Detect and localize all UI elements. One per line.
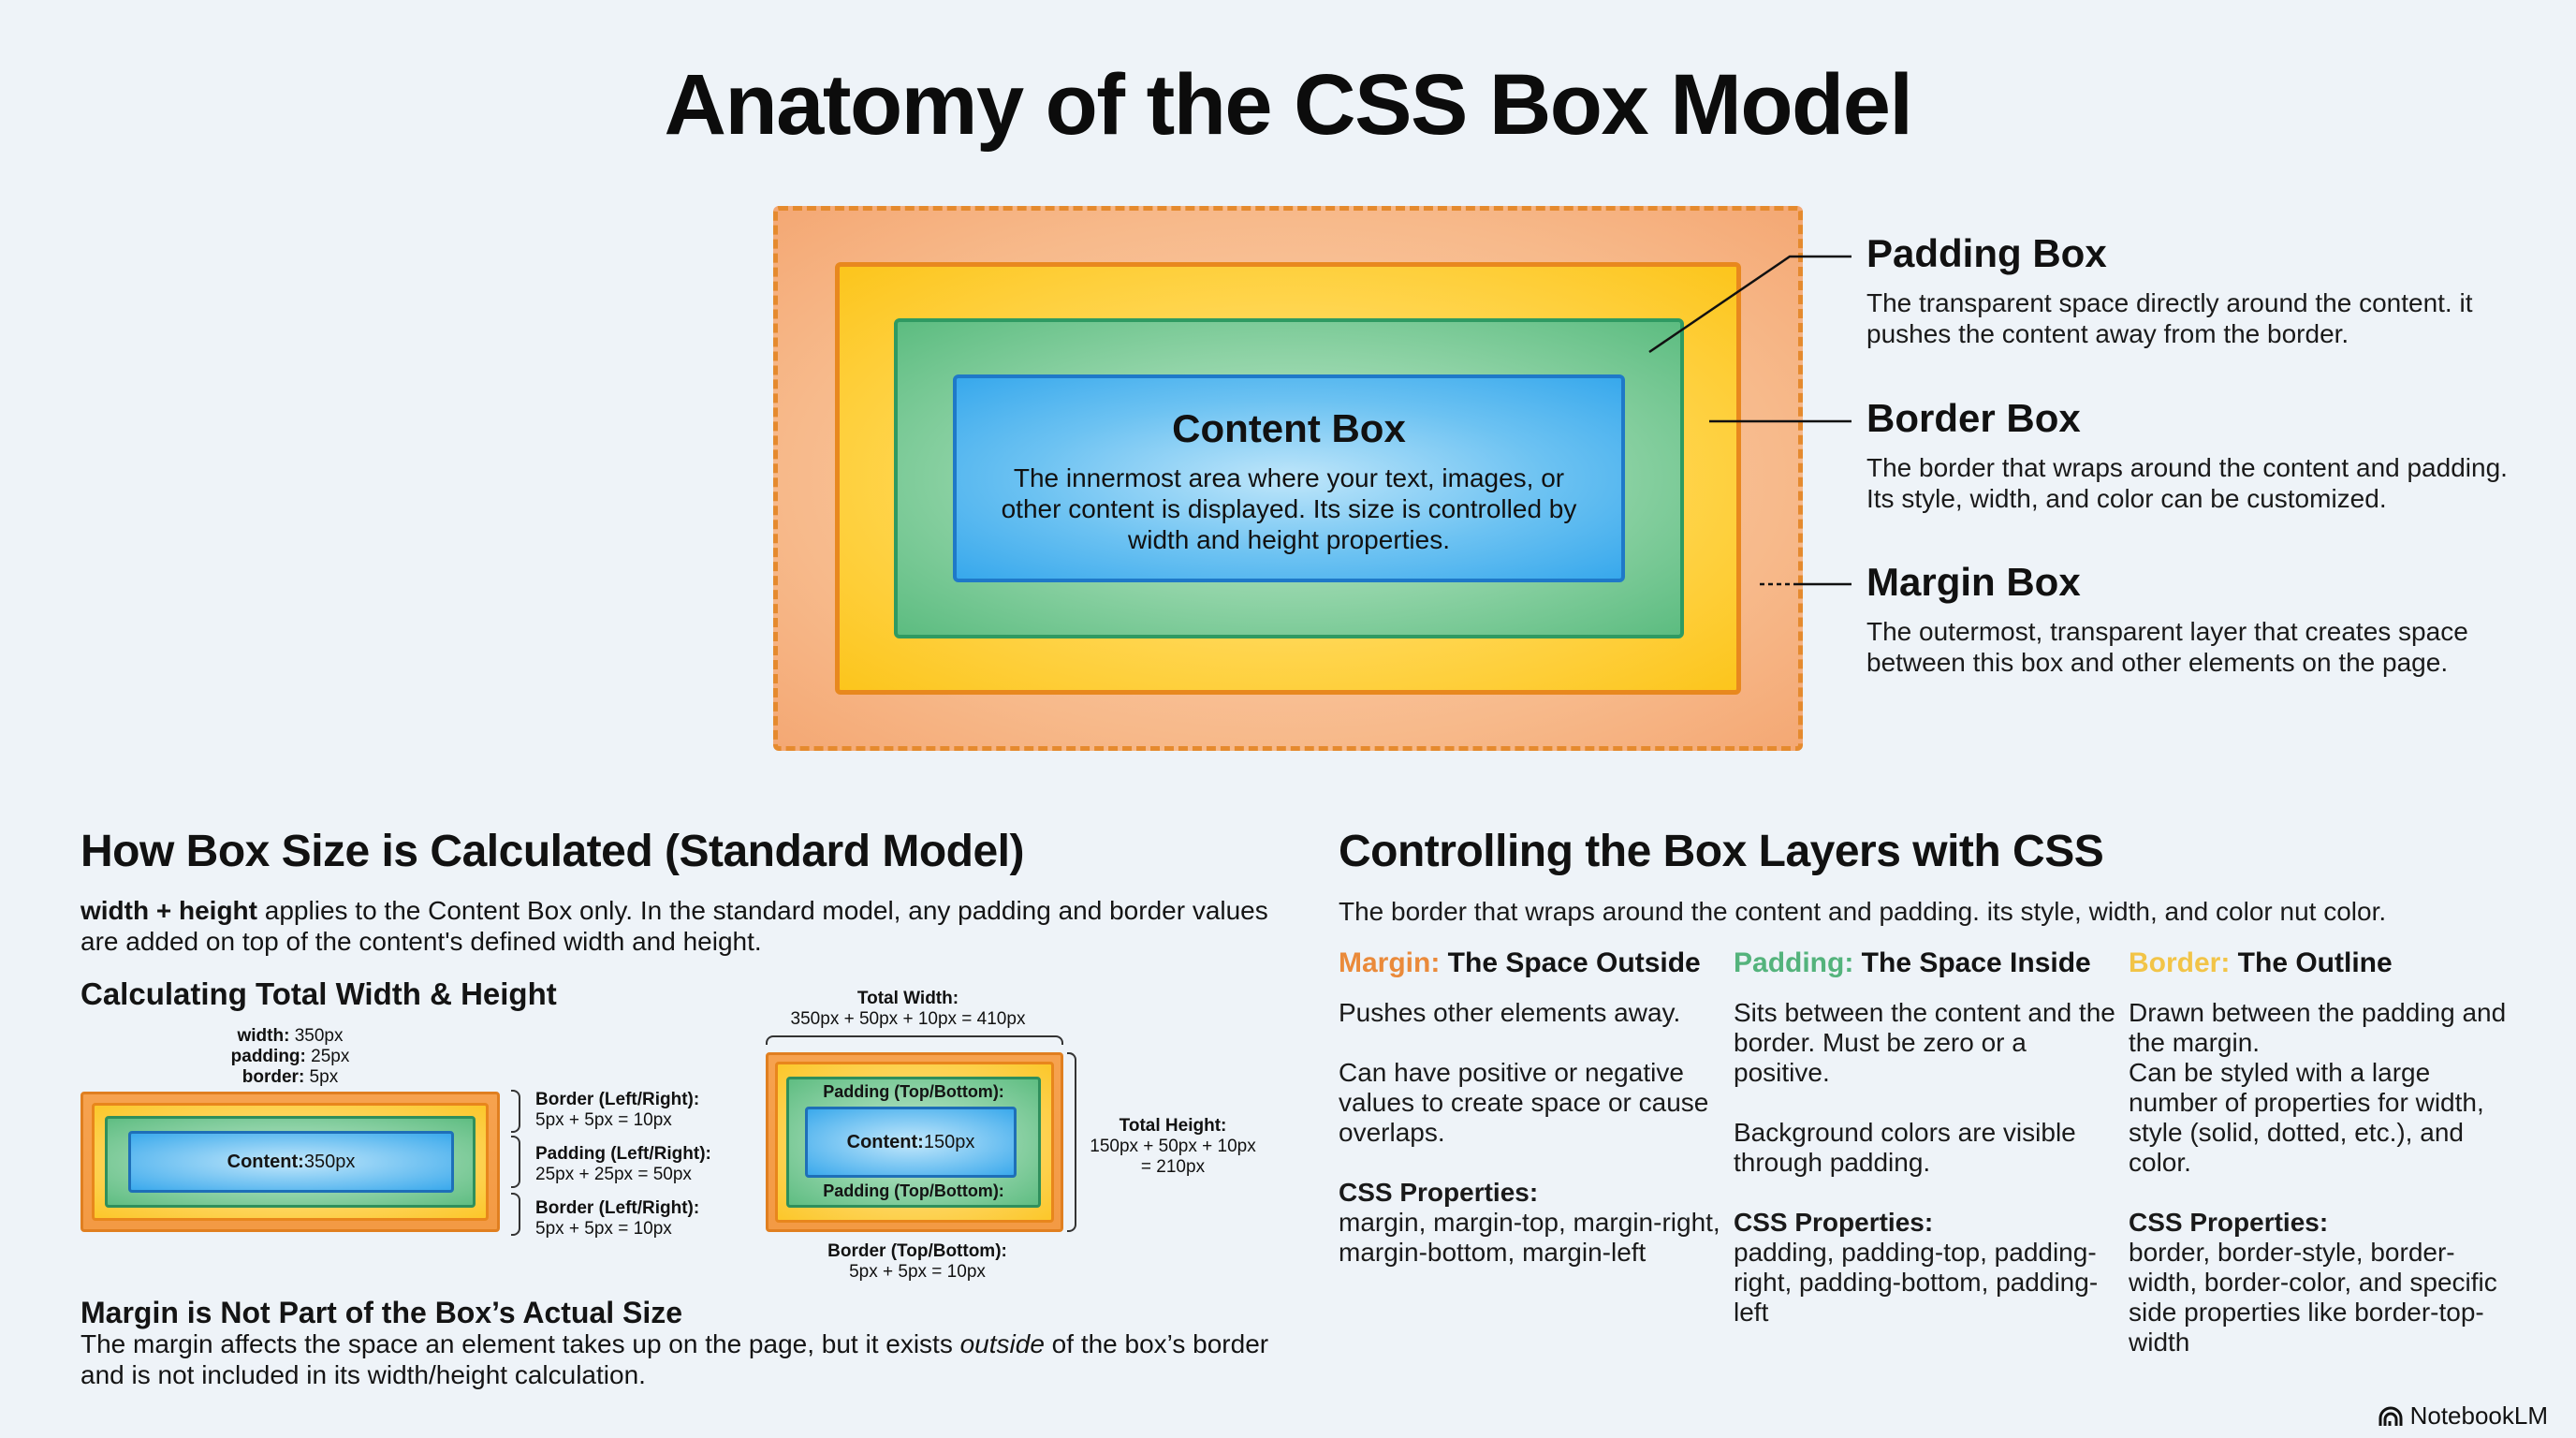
margin-para-1: Pushes other elements away. [1339,998,1681,1027]
padding-para-1: Sits between the content and the border.… [1734,998,2115,1087]
box-size-section-title: How Box Size is Calculated (Standard Mod… [80,827,1025,876]
padding-bottom-label: Padding (Top/Bottom): [823,1181,1004,1200]
content-box-layer: Content Box The innermost area where you… [953,374,1625,582]
padding-box-title: Padding Box [1866,231,2107,275]
total-width-brace [766,1035,1063,1045]
brace-label-border-2: Border (Left/Right):5px + 5px = 10px [535,1198,700,1239]
spec-width: width: 350px [237,1026,344,1046]
border-box-title: Border Box [1866,396,2081,440]
box-size-intro: width + height applies to the Content Bo… [80,895,1288,957]
brace-border-left [511,1090,520,1133]
padding-box-label: Padding Box The transparent space direct… [1866,231,2540,349]
border-box-description: The border that wraps around the content… [1866,453,2508,513]
controlling-layers-intro: The border that wraps around the content… [1339,897,2387,926]
border-column-heading: Border: The Outline [2129,947,2393,978]
margin-note-title: Margin is Not Part of the Box’s Actual S… [80,1296,683,1329]
brace-label-padding: Padding (Left/Right):25px + 25px = 50px [535,1144,711,1184]
margin-props: margin, margin-top, margin-right, margin… [1339,1208,1720,1267]
calculating-title: Calculating Total Width & Height [80,976,557,1011]
total-width-label: Total Width:350px + 50px + 10px = 410px [790,989,1026,1029]
margin-box-title: Margin Box [1866,560,2081,604]
page-title: Anatomy of the CSS Box Model [664,57,1913,153]
padding-column-heading: Padding: The Space Inside [1734,947,2091,978]
brace-border-right [511,1193,520,1236]
total-height-brace [1067,1052,1076,1232]
margin-note-text: The margin affects the space an element … [80,1329,1269,1389]
padding-column: Padding: The Space Inside Sits between t… [1734,947,2127,1328]
margin-box-label: Margin Box The outermost, transparent la… [1866,560,2540,678]
width-diagram-content: Content: 350px [128,1131,454,1193]
height-diagram-content: Content: 150px [805,1107,1017,1178]
brace-padding [511,1136,520,1188]
padding-para-2: Background colors are visible through pa… [1734,1118,2076,1177]
margin-column-heading: Margin: The Space Outside [1339,947,1701,978]
total-height-label: Total Height: 150px + 50px + 10px = 210p… [1090,1116,1256,1177]
margin-para-2: Can have positive or negative values to … [1339,1058,1709,1147]
border-box-label: Border Box The border that wraps around … [1866,396,2540,514]
notebooklm-branding: NotebookLM [2378,1401,2548,1431]
intro-rest: applies to the Content Box only. In the … [80,896,1268,956]
brand-name: NotebookLM [2409,1401,2548,1430]
border-para-1: Drawn between the padding and the margin… [2129,998,2507,1177]
border-props-label: CSS Properties: [2129,1208,2329,1237]
padding-box-description: The transparent space directly around th… [1866,288,2473,348]
margin-box-description: The outermost, transparent layer that cr… [1866,617,2468,677]
padding-props-label: CSS Properties: [1734,1208,1934,1237]
spec-border: border: 5px [242,1067,339,1087]
border-column: Border: The Outline Drawn between the pa… [2129,947,2522,1357]
margin-props-label: CSS Properties: [1339,1178,1539,1207]
padding-props: padding, padding-top, padding-right, pad… [1734,1238,2099,1327]
notebooklm-logo-icon [2378,1406,2403,1426]
brace-label-border-1: Border (Left/Right):5px + 5px = 10px [535,1090,700,1130]
intro-bold: width + height [80,896,257,925]
padding-top-label: Padding (Top/Bottom): [823,1082,1004,1101]
spec-padding: padding: 25px [230,1047,350,1066]
border-top-bottom-label: Border (Top/Bottom):5px + 5px = 10px [827,1241,1007,1282]
margin-column: Margin: The Space Outside Pushes other e… [1339,947,1732,1268]
content-box-description: The innermost area where your text, imag… [1001,463,1577,554]
border-props: border, border-style, border-width, bord… [2129,1238,2497,1357]
controlling-layers-title: Controlling the Box Layers with CSS [1339,827,2104,876]
width-specs: width: 350px padding: 25px border: 5px [187,1026,393,1088]
content-box-title: Content Box [1172,406,1406,450]
